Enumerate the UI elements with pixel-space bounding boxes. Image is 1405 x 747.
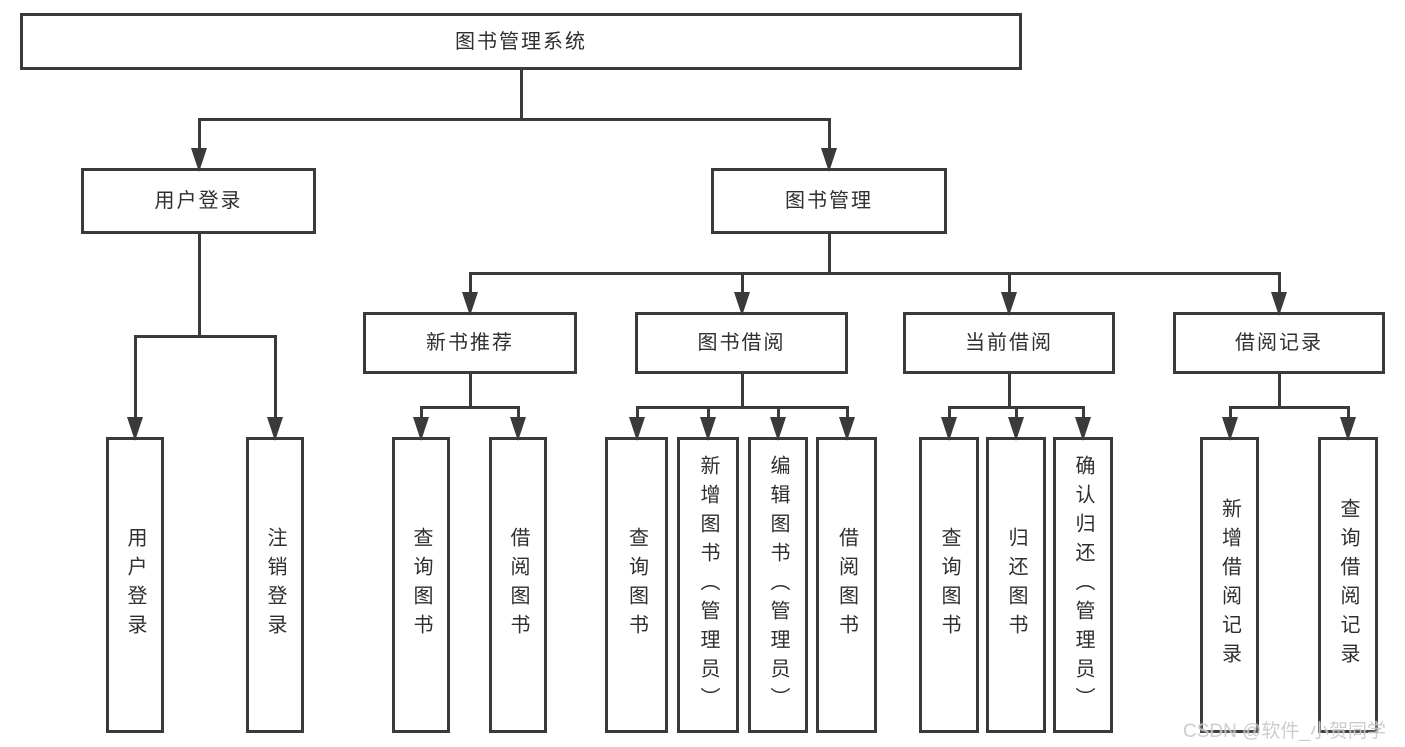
arrowhead-icon bbox=[1075, 417, 1091, 441]
node-current-borrow: 当前借阅 bbox=[903, 312, 1115, 374]
connector-line bbox=[517, 406, 520, 419]
arrowhead-icon bbox=[510, 417, 526, 441]
connector-line bbox=[828, 118, 831, 150]
node-label-bb-query-book: 查询图书 bbox=[625, 527, 648, 643]
connector-line bbox=[741, 272, 744, 294]
node-book-mgmt: 图书管理 bbox=[711, 168, 947, 234]
node-do-user-login: 用户登录 bbox=[106, 437, 164, 733]
node-borrow-records: 借阅记录 bbox=[1173, 312, 1385, 374]
node-label-new-book-rec: 新书推荐 bbox=[426, 332, 514, 354]
node-label-br-query-record: 查询借阅记录 bbox=[1337, 498, 1359, 672]
connector-line bbox=[1008, 272, 1011, 294]
connector-line bbox=[134, 335, 137, 419]
node-label-cb-return-book: 归还图书 bbox=[1005, 527, 1027, 643]
connector-line bbox=[741, 372, 744, 406]
node-label-book-mgmt: 图书管理 bbox=[785, 190, 873, 212]
csdn-watermark: CSDN @软件_小贺同学 bbox=[1183, 721, 1386, 742]
node-user-login: 用户登录 bbox=[81, 168, 316, 234]
arrowhead-icon bbox=[734, 292, 750, 316]
connector-line bbox=[420, 406, 519, 409]
connector-line bbox=[1278, 372, 1281, 406]
connector-line bbox=[198, 118, 830, 121]
node-bb-borrow-book: 借阅图书 bbox=[816, 437, 877, 733]
node-cb-return-book: 归还图书 bbox=[986, 437, 1046, 733]
node-rec-query-book: 查询图书 bbox=[392, 437, 450, 733]
node-label-rec-borrow-book: 借阅图书 bbox=[507, 527, 529, 643]
node-book-borrow: 图书借阅 bbox=[635, 312, 848, 374]
connector-line bbox=[1347, 406, 1350, 419]
connector-line bbox=[1008, 372, 1011, 406]
arrowhead-icon bbox=[1222, 417, 1238, 441]
arrowhead-icon bbox=[1271, 292, 1287, 316]
arrowhead-icon bbox=[839, 417, 855, 441]
node-cb-confirm-return: 确认归还（管理员） bbox=[1053, 437, 1113, 733]
node-br-add-record: 新增借阅记录 bbox=[1200, 437, 1259, 733]
node-br-query-record: 查询借阅记录 bbox=[1318, 437, 1378, 733]
arrowhead-icon bbox=[267, 417, 283, 441]
connector-line bbox=[1229, 406, 1349, 409]
node-rec-borrow-book: 借阅图书 bbox=[489, 437, 547, 733]
connector-line bbox=[198, 232, 201, 335]
connector-line bbox=[274, 335, 277, 419]
arrowhead-icon bbox=[821, 148, 837, 172]
node-label-br-add-record: 新增借阅记录 bbox=[1218, 498, 1241, 672]
node-label-borrow-records: 借阅记录 bbox=[1235, 332, 1323, 354]
arrowhead-icon bbox=[700, 417, 716, 441]
node-label-logout: 注销登录 bbox=[264, 527, 286, 643]
node-logout: 注销登录 bbox=[246, 437, 304, 733]
arrowhead-icon bbox=[770, 417, 786, 441]
connector-line bbox=[777, 406, 780, 419]
arrowhead-icon bbox=[1340, 417, 1356, 441]
arrowhead-icon bbox=[1001, 292, 1017, 316]
arrowhead-icon bbox=[413, 417, 429, 441]
arrowhead-icon bbox=[941, 417, 957, 441]
connector-line bbox=[636, 406, 848, 409]
node-label-rec-query-book: 查询图书 bbox=[410, 527, 432, 643]
connector-line bbox=[1278, 272, 1281, 294]
node-bb-edit-book: 编辑图书（管理员） bbox=[748, 437, 808, 733]
node-label-do-user-login: 用户登录 bbox=[124, 527, 146, 643]
connector-line bbox=[134, 335, 276, 338]
connector-line bbox=[1015, 406, 1018, 419]
connector-line bbox=[846, 406, 849, 419]
node-label-bb-add-book: 新增图书（管理员） bbox=[697, 454, 719, 716]
arrowhead-icon bbox=[191, 148, 207, 172]
connector-line bbox=[469, 272, 472, 294]
connector-line bbox=[948, 406, 951, 419]
node-new-book-rec: 新书推荐 bbox=[363, 312, 577, 374]
node-label-user-login: 用户登录 bbox=[154, 190, 243, 212]
node-label-root: 图书管理系统 bbox=[455, 30, 587, 53]
connector-line bbox=[469, 372, 472, 406]
arrowhead-icon bbox=[462, 292, 478, 316]
node-bb-add-book: 新增图书（管理员） bbox=[677, 437, 739, 733]
connector-line bbox=[198, 118, 201, 150]
arrowhead-icon bbox=[1008, 417, 1024, 441]
arrowhead-icon bbox=[127, 417, 143, 441]
node-label-current-borrow: 当前借阅 bbox=[965, 332, 1053, 354]
connector-line bbox=[1082, 406, 1085, 419]
node-cb-query-book: 查询图书 bbox=[919, 437, 979, 733]
node-label-book-borrow: 图书借阅 bbox=[697, 332, 786, 354]
connector-line bbox=[636, 406, 639, 419]
node-label-bb-borrow-book: 借阅图书 bbox=[835, 527, 858, 643]
connector-line bbox=[828, 232, 831, 272]
connector-line bbox=[520, 68, 523, 118]
connector-line bbox=[707, 406, 710, 419]
connector-line bbox=[420, 406, 423, 419]
connector-line bbox=[469, 272, 1280, 275]
node-bb-query-book: 查询图书 bbox=[605, 437, 668, 733]
arrowhead-icon bbox=[629, 417, 645, 441]
connector-line bbox=[1229, 406, 1232, 419]
node-label-bb-edit-book: 编辑图书（管理员） bbox=[767, 454, 789, 716]
node-root: 图书管理系统 bbox=[20, 13, 1022, 70]
node-label-cb-confirm-return: 确认归还（管理员） bbox=[1072, 454, 1094, 716]
node-label-cb-query-book: 查询图书 bbox=[938, 527, 960, 643]
